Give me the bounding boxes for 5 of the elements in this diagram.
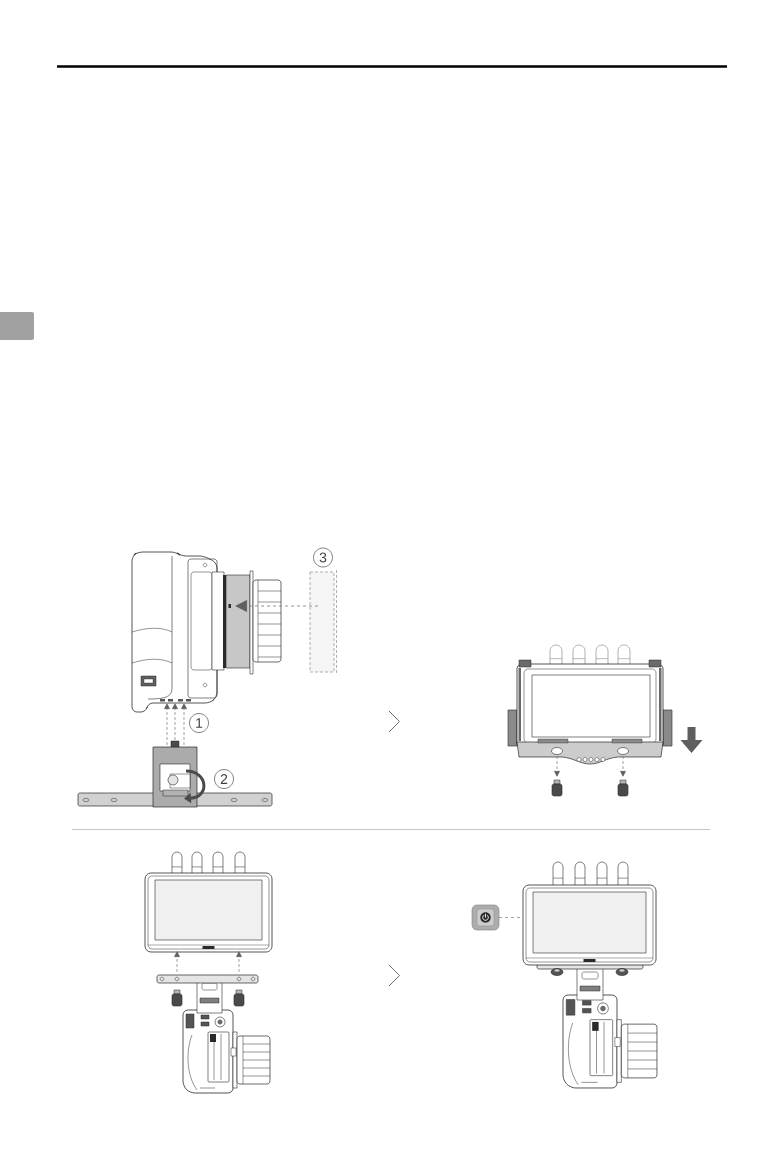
callout-number: 2 <box>214 769 234 789</box>
callout-number: 3 <box>313 547 333 568</box>
callout-number: 1 <box>189 713 209 733</box>
monitor-drawing <box>522 861 657 966</box>
power-button-icon <box>471 904 500 931</box>
